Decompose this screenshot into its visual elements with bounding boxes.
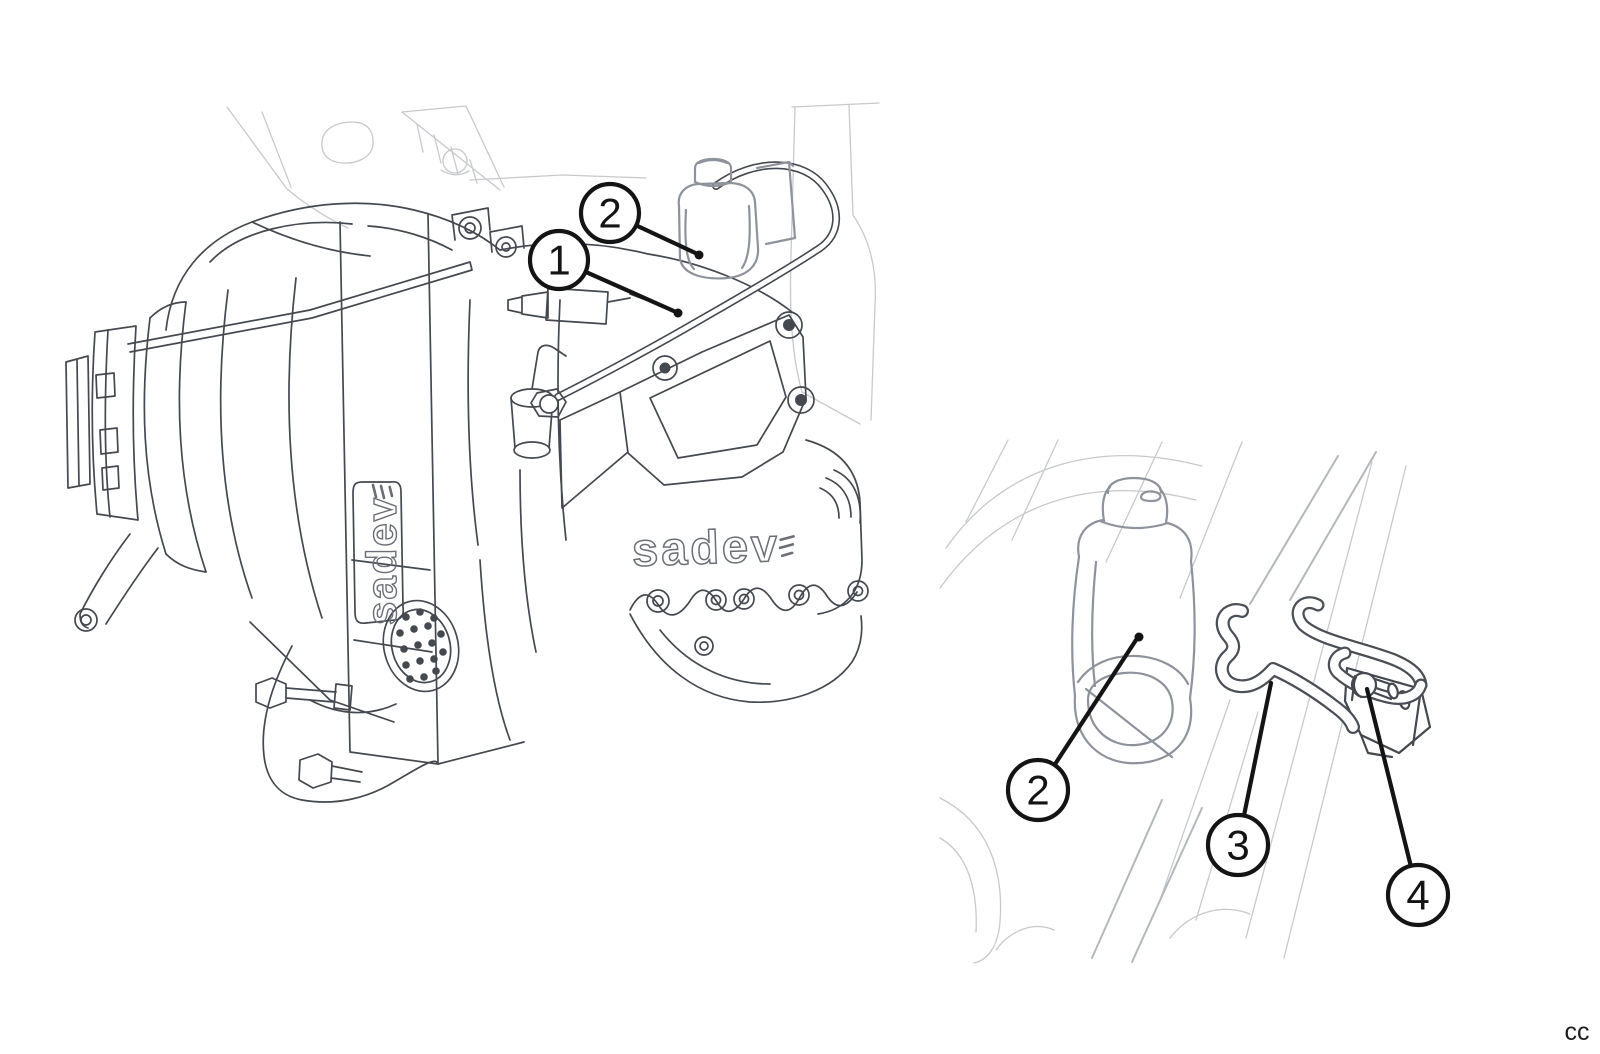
- callout-3: 3: [1205, 680, 1274, 878]
- callout-2-detail: 2: [1005, 632, 1144, 823]
- sadev-symbol-icon: [371, 483, 394, 500]
- gearbox-view: sadev sadev 1 2: [65, 102, 880, 803]
- frame-tube: [1091, 451, 1377, 963]
- brand-text: sadev: [358, 496, 405, 625]
- callout-2-label: 2: [1026, 767, 1049, 814]
- watermark: cc: [1565, 1018, 1590, 1046]
- callout-1-label: 1: [547, 237, 570, 284]
- sadev-logo-horizontal: sadev: [630, 517, 795, 577]
- callout-2-main: 2: [578, 181, 704, 260]
- sadev-symbol-icon: [778, 535, 795, 558]
- callout-1: 1: [527, 228, 683, 318]
- reservoir-bottle-detail: [1071, 476, 1196, 765]
- detail-view: 2 3 4: [939, 439, 1451, 964]
- reservoir-bottle: [677, 157, 797, 280]
- spring-clamp: [1214, 603, 1360, 734]
- brand-text: sadev: [631, 518, 781, 576]
- clutch-hose: [530, 161, 841, 418]
- breather-disc: [382, 599, 460, 693]
- gearbox-line-art: [65, 202, 869, 803]
- callout-3-label: 3: [1226, 822, 1249, 869]
- callout-4-label: 4: [1406, 872, 1429, 919]
- callout-4: 4: [1364, 686, 1451, 928]
- sadev-logo-vertical: sadev: [357, 483, 406, 626]
- clip-bolt: [1350, 671, 1399, 701]
- callout-2-label: 2: [598, 190, 621, 237]
